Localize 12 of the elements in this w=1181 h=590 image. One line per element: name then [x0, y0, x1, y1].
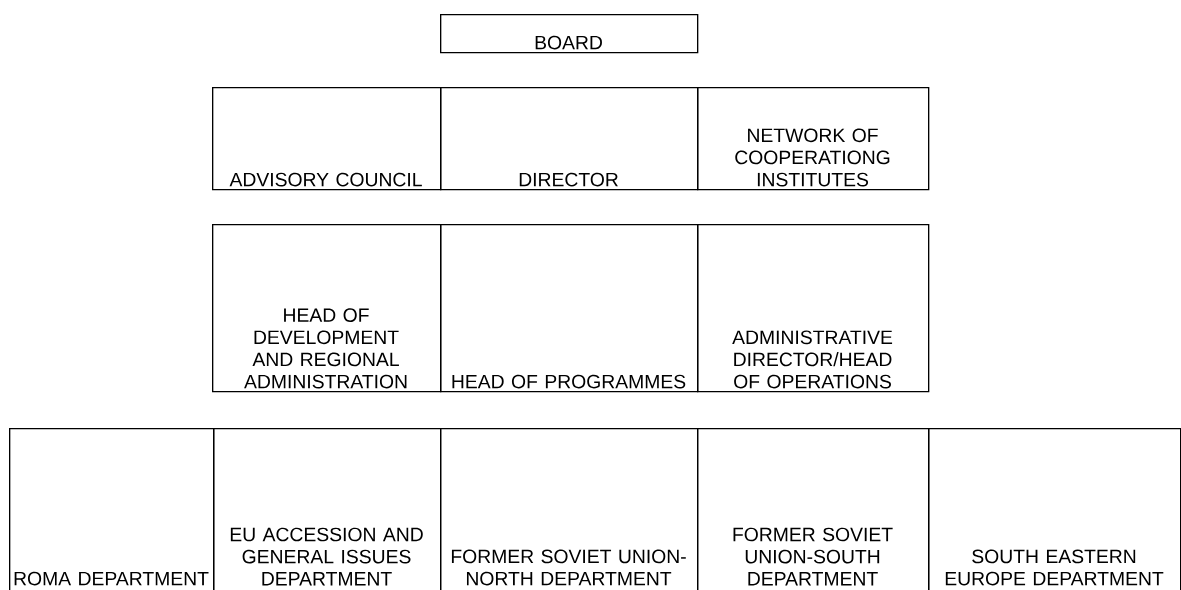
org-box: ADMINISTRATIVE DIRECTOR/HEAD OF OPERATIONS [697, 224, 930, 393]
org-box: NETWORK OF COOPERATIONG INSTITUTES [697, 87, 930, 191]
org-box: EU ACCESSION AND GENERAL ISSUES DEPARTMENT [213, 428, 442, 590]
org-box: SOUTH EASTERN EUROPE DEPARTMENT [928, 428, 1181, 590]
org-box: DIRECTOR [440, 87, 699, 191]
org-box: ADVISORY COUNCIL [212, 87, 442, 191]
org-box: BOARD [440, 14, 699, 54]
org-box: ROMA DEPARTMENT [9, 428, 215, 590]
org-box: HEAD OF DEVELOPMENT AND REGIONAL ADMINISTRATION [212, 224, 442, 393]
org-box: FORMER SOVIET UNION-NORTH DEPARTMENT [440, 428, 699, 590]
org-box: HEAD OF PROGRAMMES [440, 224, 699, 393]
org-box: FORMER SOVIET UNION-SOUTH DEPARTMENT [697, 428, 930, 590]
